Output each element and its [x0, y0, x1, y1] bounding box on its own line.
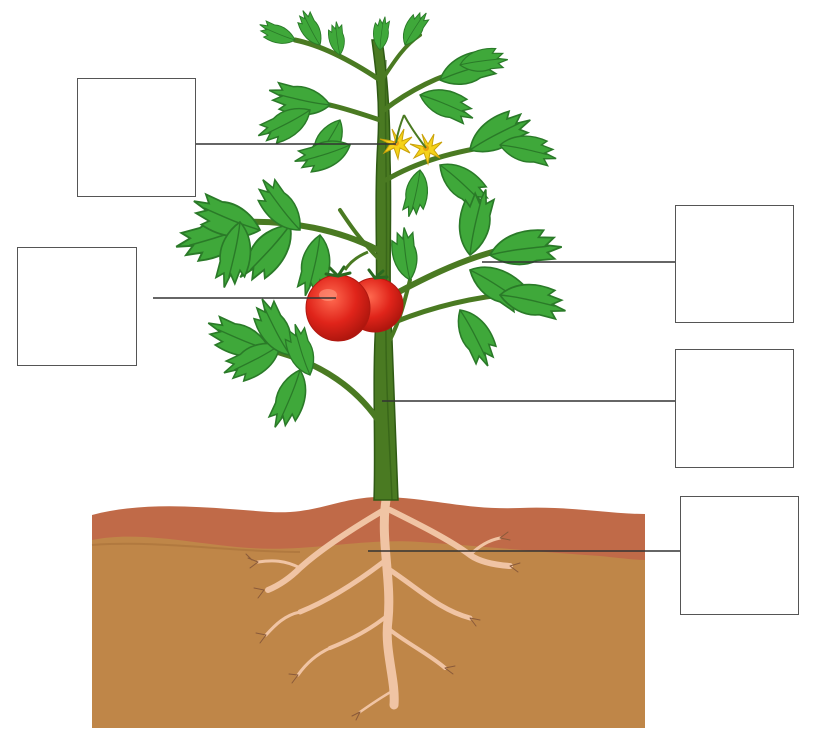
- label-box-flower[interactable]: [77, 78, 196, 197]
- label-box-root[interactable]: [680, 496, 799, 615]
- label-box-leaf[interactable]: [675, 205, 794, 323]
- soil: [92, 497, 645, 728]
- label-box-fruit[interactable]: [17, 247, 137, 366]
- tomato-front: [306, 275, 370, 341]
- label-box-stem[interactable]: [675, 349, 794, 468]
